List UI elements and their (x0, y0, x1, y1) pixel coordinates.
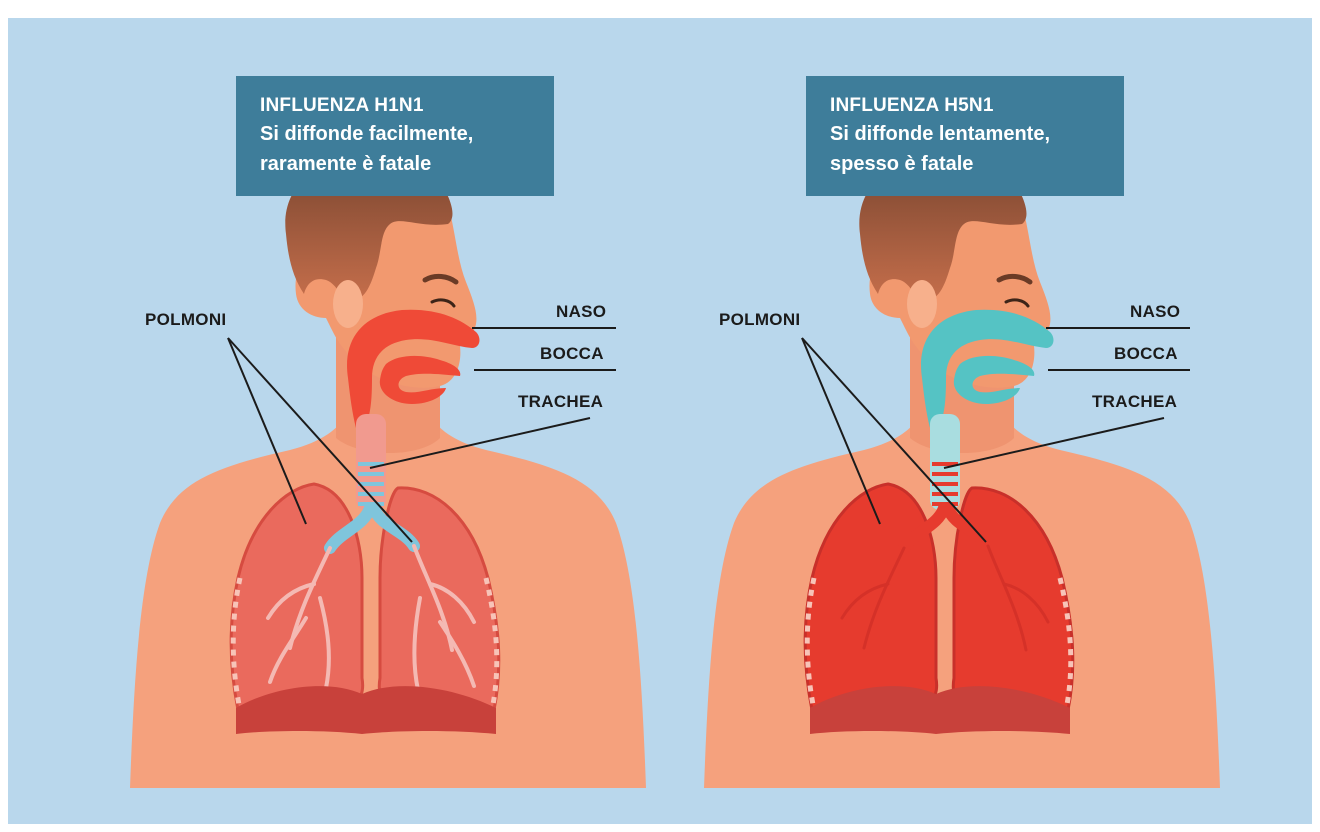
figure-description: spesso è fatale (830, 149, 1124, 179)
ear (333, 280, 363, 328)
label-nose: NASO (1130, 302, 1180, 322)
figure-title: INFLUENZA H5N1 (830, 93, 1124, 119)
figure-h1n1: INFLUENZA H1N1 Si diffonde facilmente, r… (100, 18, 660, 824)
label-lungs: POLMONI (719, 310, 800, 330)
label-trachea: TRACHEA (518, 392, 603, 412)
label-lungs: POLMONI (145, 310, 226, 330)
ear (907, 280, 937, 328)
label-mouth: BOCCA (1114, 344, 1178, 364)
figure-description: raramente è fatale (260, 149, 554, 179)
figure-description: Si diffonde facilmente, (260, 119, 554, 149)
title-box-h1n1: INFLUENZA H1N1 Si diffonde facilmente, r… (236, 76, 554, 196)
label-mouth: BOCCA (540, 344, 604, 364)
figure-h5n1: INFLUENZA H5N1 Si diffonde lentamente, s… (674, 18, 1234, 824)
label-nose: NASO (556, 302, 606, 322)
figure-description: Si diffonde lentamente, (830, 119, 1124, 149)
figure-title: INFLUENZA H1N1 (260, 93, 554, 119)
infographic-panel: INFLUENZA H1N1 Si diffonde facilmente, r… (8, 18, 1312, 824)
title-box-h5n1: INFLUENZA H5N1 Si diffonde lentamente, s… (806, 76, 1124, 196)
label-trachea: TRACHEA (1092, 392, 1177, 412)
